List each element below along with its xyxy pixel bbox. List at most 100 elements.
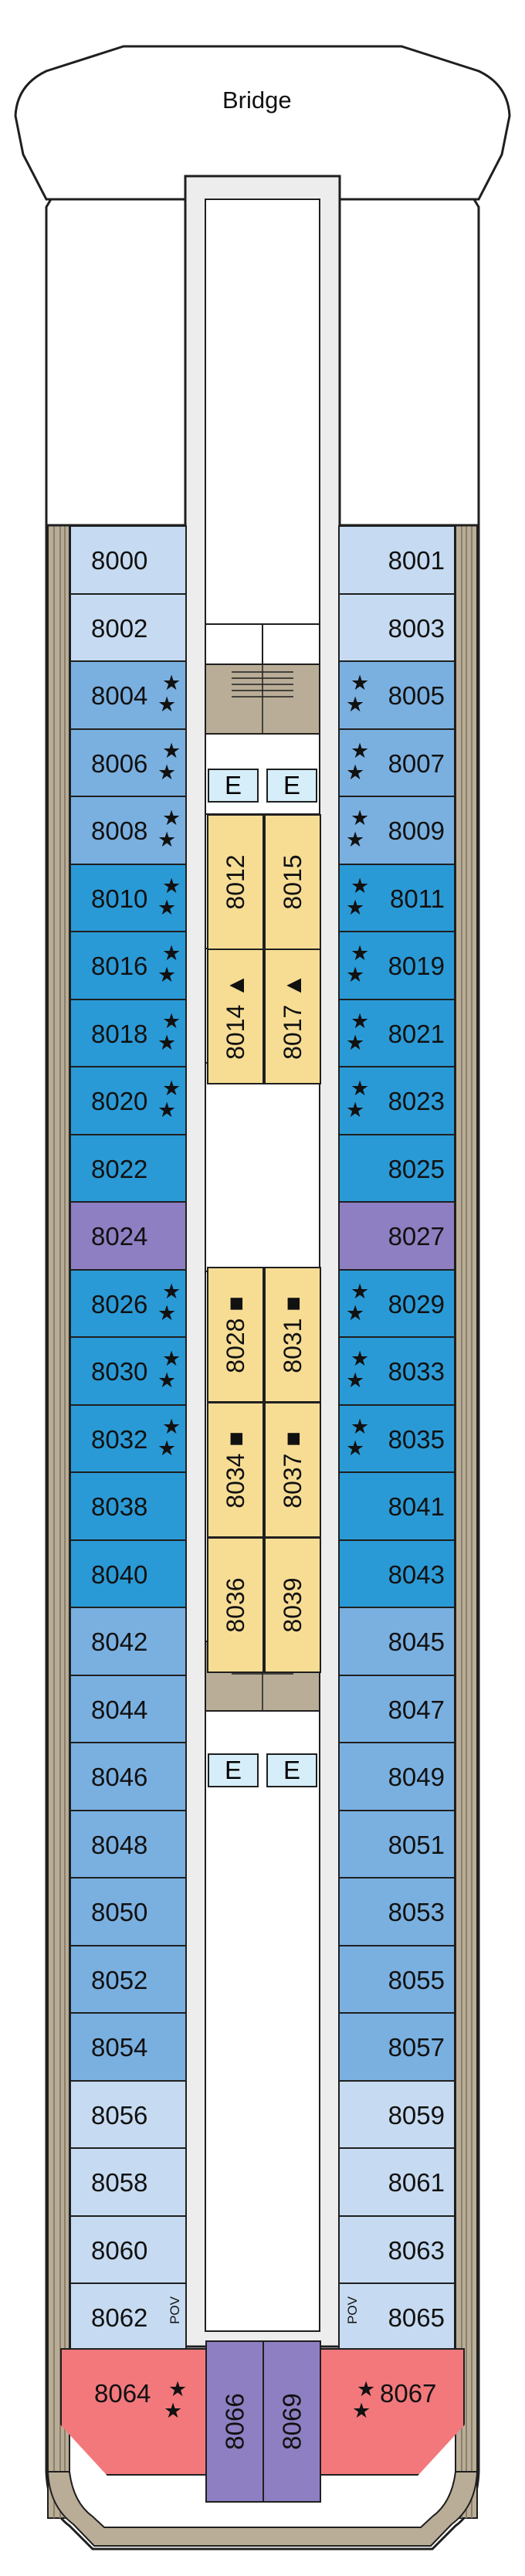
cabin-8015[interactable]: 8015: [264, 814, 321, 950]
cabin-8061[interactable]: 8061: [338, 2147, 456, 2217]
cabin-number: 8053: [388, 1898, 445, 1927]
cabin-number: 8041: [388, 1492, 445, 1522]
cabin-8009[interactable]: 8009★★: [338, 796, 456, 865]
cabin-8051[interactable]: 8051: [338, 1809, 456, 1879]
cabin-8010[interactable]: 8010★★: [69, 863, 187, 932]
cabin-8050[interactable]: 8050: [69, 1877, 187, 1946]
cabin-8053[interactable]: 8053: [338, 1877, 456, 1946]
cabin-number: 8042: [91, 1627, 148, 1657]
cabin-8007[interactable]: 8007★★: [338, 728, 456, 797]
aft-elevator-left[interactable]: E: [208, 1753, 259, 1787]
cabin-8028[interactable]: 8028 ■: [207, 1267, 264, 1403]
cabin-number: 8063: [388, 2235, 445, 2265]
forward-elevator-right[interactable]: E: [266, 769, 317, 803]
cabin-8042[interactable]: 8042: [69, 1607, 187, 1676]
cabin-8021[interactable]: 8021★★: [338, 998, 456, 1067]
cabin-8030[interactable]: 8030★★: [69, 1336, 187, 1406]
cabin-8056[interactable]: 8056: [69, 2079, 187, 2149]
cabin-8049[interactable]: 8049: [338, 1742, 456, 1811]
bridge-label: Bridge: [222, 87, 292, 114]
cabin-number: 8024: [91, 1222, 148, 1251]
star-icon: ★: [158, 828, 177, 851]
cabin-8032[interactable]: 8032★★: [69, 1403, 187, 1473]
cabin-8025[interactable]: 8025: [338, 1133, 456, 1203]
cabin-8040[interactable]: 8040: [69, 1539, 187, 1608]
cabin-8000[interactable]: 8000: [69, 525, 187, 595]
cabin-8002[interactable]: 8002: [69, 592, 187, 662]
cabin-number: 8054: [91, 2033, 148, 2062]
cabin-number: 8040: [91, 1560, 148, 1589]
cabin-8055[interactable]: 8055: [338, 1944, 456, 2014]
cabin-8037[interactable]: 8037 ■: [264, 1402, 321, 1538]
cabin-8039[interactable]: 8039: [264, 1537, 321, 1673]
cabin-8029[interactable]: 8029★★: [338, 1268, 456, 1338]
cabin-8057[interactable]: 8057: [338, 2012, 456, 2082]
cabin-number: 8051: [388, 1830, 445, 1859]
cabin-8052[interactable]: 8052: [69, 1944, 187, 2014]
cabin-8020[interactable]: 8020★★: [69, 1066, 187, 1135]
cabin-8047[interactable]: 8047: [338, 1674, 456, 1743]
cabin-8038[interactable]: 8038: [69, 1471, 187, 1541]
cabin-number: 8028 ■: [222, 1296, 249, 1373]
cabin-8066[interactable]: 8066: [205, 2340, 264, 2503]
cabin-8027[interactable]: 8027: [338, 1201, 456, 1271]
cabin-8018[interactable]: 8018★★: [69, 998, 187, 1067]
forward-elevator-left[interactable]: E: [208, 769, 259, 803]
cabin-8034[interactable]: 8034 ■: [207, 1402, 264, 1538]
star-icon: ★: [346, 963, 365, 986]
star-icon: ★: [162, 1414, 181, 1438]
star-icon: ★: [158, 895, 177, 919]
cabin-8045[interactable]: 8045: [338, 1607, 456, 1676]
cabin-8017[interactable]: 8017 ▲: [264, 949, 321, 1084]
star-icon: ★: [346, 1098, 365, 1122]
cabin-8019[interactable]: 8019★★: [338, 931, 456, 1000]
cabin-number: 8029: [388, 1289, 445, 1319]
cabin-8001[interactable]: 8001: [338, 525, 456, 595]
cabin-8033[interactable]: 8033★★: [338, 1336, 456, 1406]
cabin-8041[interactable]: 8041: [338, 1471, 456, 1541]
cabin-number: 8006: [91, 748, 148, 778]
cabin-number: 8036: [222, 1577, 249, 1633]
cabin-8023[interactable]: 8023★★: [338, 1066, 456, 1135]
cabin-8026[interactable]: 8026★★: [69, 1268, 187, 1338]
cabin-8016[interactable]: 8016★★: [69, 931, 187, 1000]
bow-outline-right: [338, 153, 480, 527]
cabin-8022[interactable]: 8022: [69, 1133, 187, 1203]
cabin-8011[interactable]: 8011★★: [338, 863, 456, 932]
cabin-number: 8016: [91, 952, 148, 981]
star-icon: ★: [162, 942, 181, 965]
cabin-8044[interactable]: 8044: [69, 1674, 187, 1743]
cabin-8048[interactable]: 8048: [69, 1809, 187, 1879]
cabin-8036[interactable]: 8036: [207, 1537, 264, 1673]
cabin-number: 8047: [388, 1695, 445, 1724]
star-icon: ★: [158, 760, 177, 784]
cabin-8004[interactable]: 8004★★: [69, 660, 187, 730]
cabin-8005[interactable]: 8005★★: [338, 660, 456, 730]
cabin-8059[interactable]: 8059: [338, 2079, 456, 2149]
star-icon: ★: [351, 874, 370, 898]
cabin-8031[interactable]: 8031 ■: [264, 1267, 321, 1403]
star-icon: ★: [346, 693, 365, 716]
star-icon: ★: [162, 1077, 181, 1100]
cabin-8058[interactable]: 8058: [69, 2147, 187, 2217]
cabin-number: 8062: [91, 2303, 148, 2333]
cabin-8006[interactable]: 8006★★: [69, 728, 187, 797]
cabin-8014[interactable]: 8014 ▲: [207, 949, 264, 1084]
cabin-8046[interactable]: 8046: [69, 1742, 187, 1811]
cabin-8063[interactable]: 8063: [338, 2215, 456, 2284]
cabin-8035[interactable]: 8035★★: [338, 1403, 456, 1473]
star-icon: ★: [351, 806, 370, 830]
cabin-number: 8014 ▲: [222, 973, 249, 1060]
cabin-8012[interactable]: 8012: [207, 814, 264, 950]
cabin-8008[interactable]: 8008★★: [69, 796, 187, 865]
cabin-8054[interactable]: 8054: [69, 2012, 187, 2082]
aft-elevator-right[interactable]: E: [266, 1753, 317, 1787]
cabin-8043[interactable]: 8043: [338, 1539, 456, 1608]
cabin-8069[interactable]: 8069: [262, 2340, 321, 2503]
cabin-8060[interactable]: 8060: [69, 2215, 187, 2284]
cabin-8024[interactable]: 8024: [69, 1201, 187, 1271]
cabin-number: 8005: [388, 681, 445, 711]
cabin-8003[interactable]: 8003: [338, 592, 456, 662]
